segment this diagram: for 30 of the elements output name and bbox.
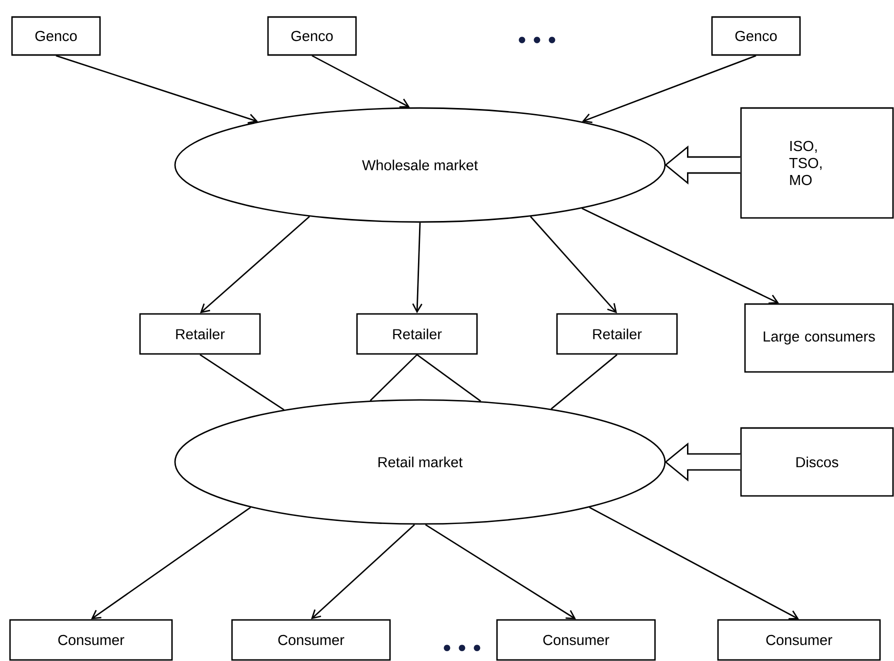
entity-box: Retailer [556,313,678,355]
arrow [412,222,422,314]
arrow [582,208,779,304]
entity-box: Consumer [496,619,656,661]
block-arrow [664,442,741,482]
arrow [589,506,799,620]
arrow [312,55,410,108]
entity-box: Retailer [356,313,478,355]
entity-box: Retailer [139,313,261,355]
arrow [200,216,310,314]
connector-line [370,354,418,402]
entity-box: Consumer [231,619,391,661]
entity-box: Consumer [717,619,881,661]
entity-box: Genco [267,16,357,56]
arrow [582,55,756,124]
block-arrow [664,146,741,184]
entity-box: Consumer [9,619,173,661]
entity-box: ISO, TSO, MO [740,107,894,219]
connector-line [200,354,284,410]
entity-box: Large consumers [744,303,894,373]
arrow [311,524,415,620]
entity-box: Genco [11,16,101,56]
arrow [91,506,251,620]
arrow [530,216,617,314]
arrow [56,55,258,124]
connector-line [416,354,482,402]
connector-line [550,354,618,410]
arrow [425,524,576,620]
entity-box: Discos [740,427,894,497]
entity-box: Genco [711,16,801,56]
